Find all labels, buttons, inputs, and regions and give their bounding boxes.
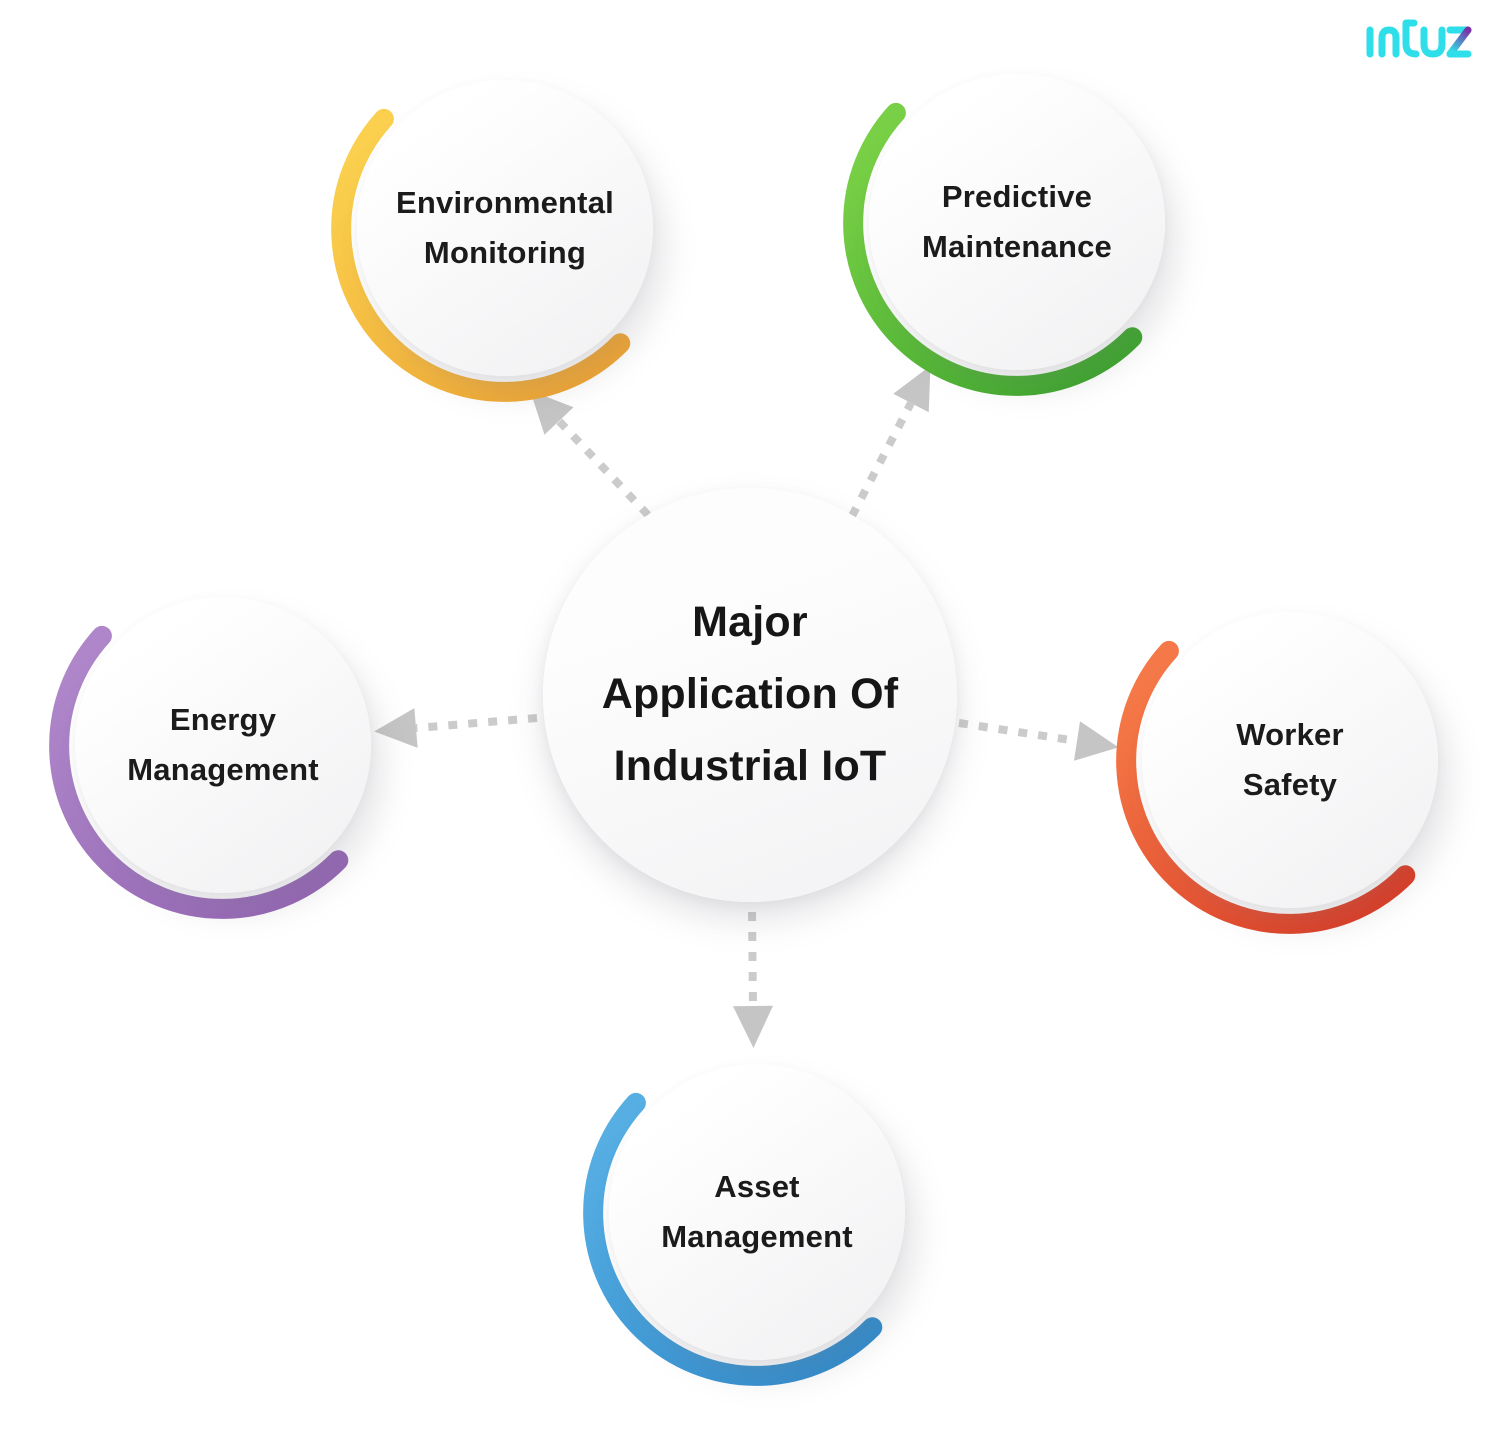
label-line: Environmental <box>396 185 614 221</box>
asset-management-label: Asset Management <box>661 1162 852 1261</box>
intuz-logo: Intuz <box>1366 19 1472 58</box>
arrow-to-asset-management <box>733 911 773 1048</box>
asset-management-arc <box>583 1092 883 1386</box>
label-line: Asset <box>714 1169 800 1205</box>
logo-letter-u <box>1420 26 1446 58</box>
title-line: Application Of <box>601 670 899 719</box>
node-environmental-monitoring: Environmental Monitoring <box>325 48 685 408</box>
label-line: Predictive <box>941 179 1093 215</box>
environmental-monitoring-circle: Environmental Monitoring <box>357 80 653 376</box>
worker-safety-circle: Worker Safety <box>1142 612 1438 908</box>
arrow-to-energy-management <box>374 708 538 748</box>
predictive-maintenance-circle: Predictive Maintenance <box>869 74 1165 370</box>
label-line: Management <box>127 752 319 787</box>
diagram-title: Major Application Of Industrial IoT <box>602 587 899 802</box>
energy-management-label: Energy Management <box>127 695 318 794</box>
label-line: Management <box>661 1219 853 1254</box>
worker-safety-label: Worker Safety <box>1236 710 1343 809</box>
predictive-maintenance-arc <box>843 102 1143 396</box>
label-line: Energy <box>169 702 277 738</box>
predictive-maintenance-label: Predictive Maintenance <box>922 172 1112 271</box>
node-predictive-maintenance: Predictive Maintenance <box>837 42 1197 402</box>
logo-letter-n <box>1378 26 1400 58</box>
worker-safety-arc <box>1116 640 1416 934</box>
node-asset-management: Asset Management <box>577 1032 937 1392</box>
label-line: Maintenance <box>922 229 1112 264</box>
logo-letter-t <box>1402 19 1420 58</box>
label-line: Worker <box>1236 717 1344 753</box>
node-energy-management: Energy Management <box>43 565 403 925</box>
environmental-monitoring-label: Environmental Monitoring <box>396 178 614 277</box>
arrow-to-environmental-monitoring <box>530 390 651 518</box>
center-node: Major Application Of Industrial IoT <box>543 488 957 902</box>
asset-management-circle: Asset Management <box>609 1064 905 1360</box>
energy-management-circle: Energy Management <box>75 597 371 893</box>
title-line: Industrial IoT <box>613 741 887 790</box>
energy-management-arc <box>49 625 349 919</box>
arrow-to-worker-safety <box>958 719 1119 761</box>
label-line: Safety <box>1242 767 1338 802</box>
environmental-monitoring-arc <box>331 108 631 402</box>
node-worker-safety: Worker Safety <box>1110 580 1470 940</box>
arrow-to-predictive-maintenance <box>848 365 931 518</box>
title-line: Major <box>692 598 808 647</box>
label-line: Monitoring <box>423 235 587 270</box>
logo-letter-z-diagonal <box>1446 26 1472 58</box>
